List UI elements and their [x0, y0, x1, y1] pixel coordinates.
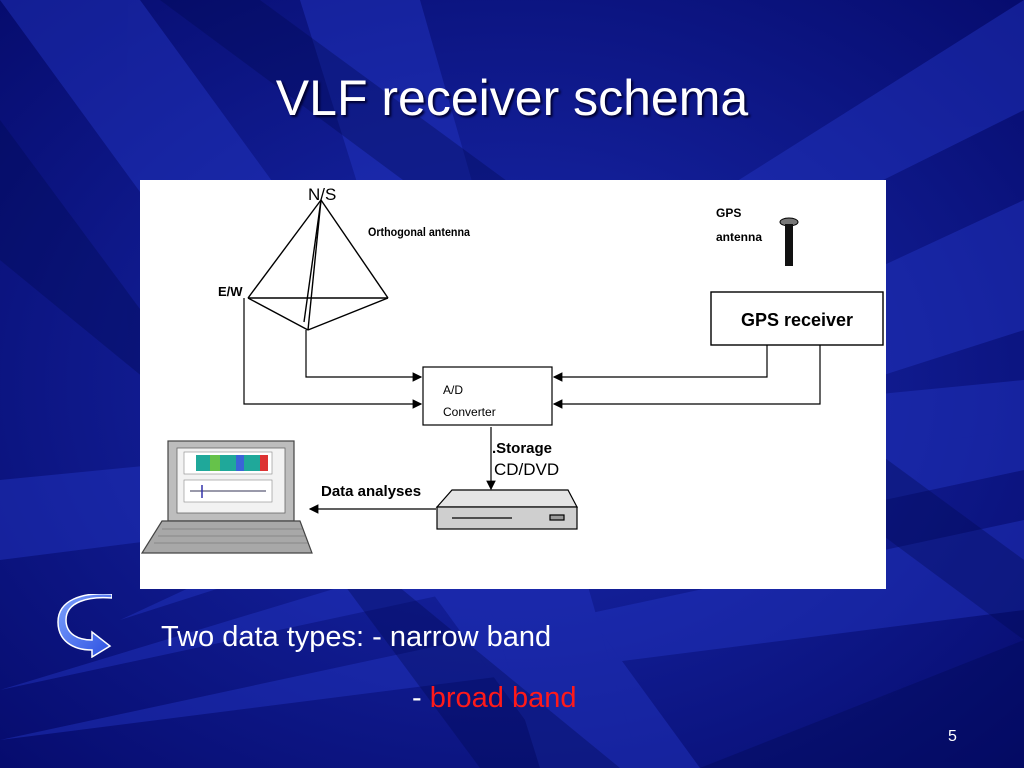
vlf-receiver-diagram: N/S E/W Orthogonal antenna GPS antenna G…	[140, 180, 886, 589]
gps-receiver-label: GPS receiver	[741, 310, 853, 330]
gps-antenna-icon	[779, 217, 799, 266]
label-ns: N/S	[308, 185, 336, 204]
broad-band-text: broad band	[429, 682, 577, 714]
ad-label-line1: A/D	[443, 383, 463, 397]
label-antenna: antenna	[716, 230, 762, 244]
bullet-narrow-band: Two data types: - narrow band	[161, 621, 552, 653]
cd-dvd-label: CD/DVD	[494, 460, 559, 479]
orthogonal-antenna	[247, 199, 389, 331]
gps-receiver-box	[710, 291, 884, 346]
label-gps: GPS	[716, 206, 741, 220]
label-ew: E/W	[218, 284, 243, 299]
page-number: 5	[948, 728, 957, 745]
storage-label: .Storage	[492, 440, 552, 457]
data-analyses-label: Data analyses	[321, 483, 421, 500]
bullet-broad-band: - broad band	[412, 680, 576, 716]
curved-arrow-icon	[57, 594, 112, 658]
cd-dvd-drive-icon	[435, 489, 578, 530]
ad-label-line2: Converter	[443, 405, 496, 419]
broad-band-dash: -	[412, 682, 430, 714]
slide-title: VLF receiver schema	[275, 70, 749, 126]
ad-converter-box	[422, 366, 553, 426]
label-orthogonal-antenna: Orthogonal antenna	[368, 225, 470, 239]
laptop-icon	[140, 440, 313, 554]
